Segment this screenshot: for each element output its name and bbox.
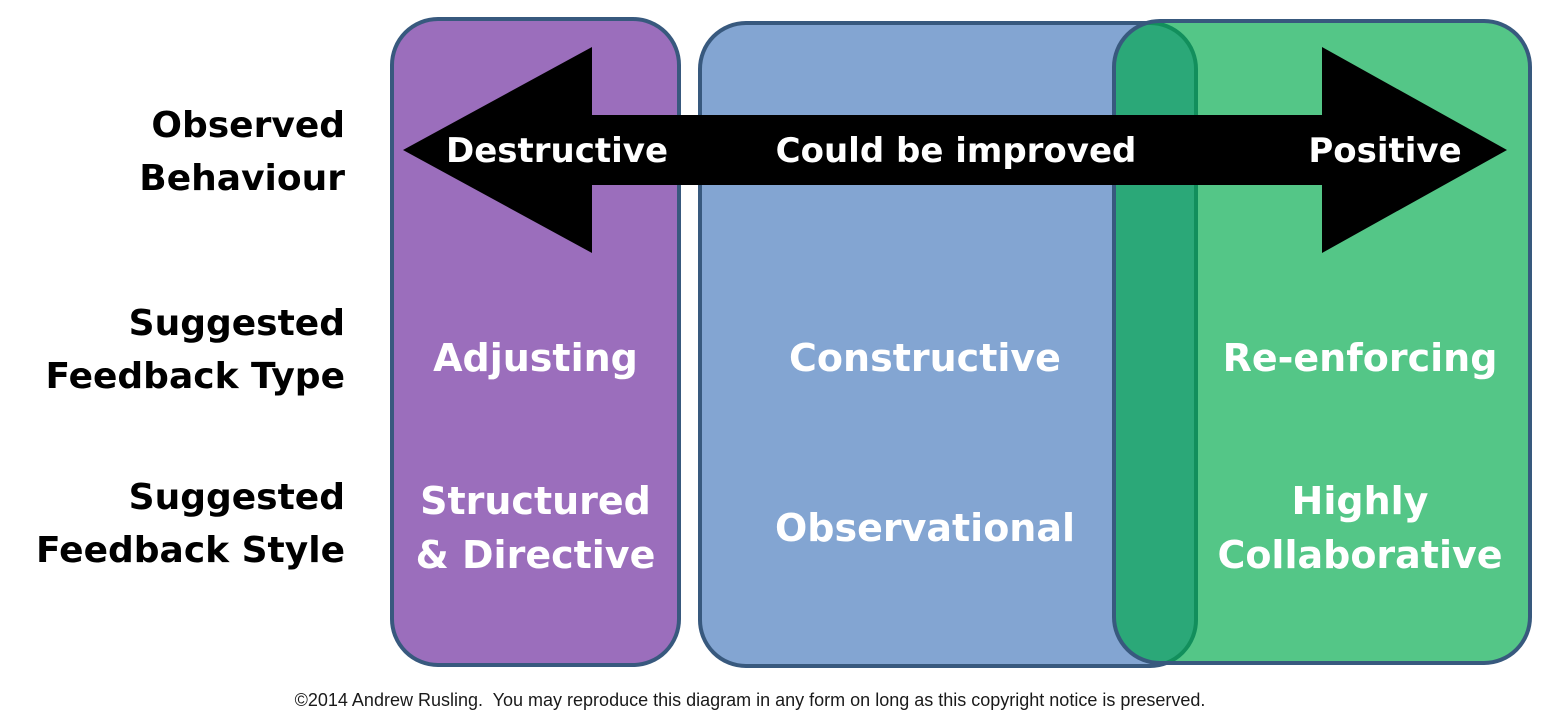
row-label-observed-behaviour: Observed Behaviour <box>20 99 345 205</box>
feedback-style-highly-collaborative: Highly Collaborative <box>1200 474 1520 582</box>
row-label-observed-behaviour-line1: Observed <box>151 105 345 146</box>
row-label-suggested-feedback-type-line1: Suggested <box>128 303 345 344</box>
row-label-suggested-feedback-type-line2: Feedback Type <box>45 356 345 397</box>
feedback-style-structured-directive-line2: & Directive <box>415 533 656 577</box>
row-label-suggested-feedback-style-line2: Feedback Style <box>36 530 345 571</box>
feedback-type-re-enforcing: Re-enforcing <box>1222 336 1498 380</box>
row-label-observed-behaviour-line2: Behaviour <box>139 158 345 199</box>
feedback-type-adjusting: Adjusting <box>433 336 638 380</box>
feedback-style-highly-collaborative-line2: Collaborative <box>1217 533 1503 577</box>
feedback-style-structured-directive-line1: Structured <box>420 479 651 523</box>
feedback-type-constructive: Constructive <box>789 336 1061 380</box>
feedback-style-structured-directive: Structured & Directive <box>390 474 681 582</box>
row-label-suggested-feedback-type: Suggested Feedback Type <box>20 297 345 403</box>
copyright-notice: ©2014 Andrew Rusling. You may reproduce … <box>294 690 1206 710</box>
feedback-style-highly-collaborative-line1: Highly <box>1291 479 1429 523</box>
feedback-style-observational: Observational <box>774 506 1076 550</box>
row-label-suggested-feedback-style: Suggested Feedback Style <box>20 471 345 577</box>
row-label-suggested-feedback-style-line1: Suggested <box>128 477 345 518</box>
